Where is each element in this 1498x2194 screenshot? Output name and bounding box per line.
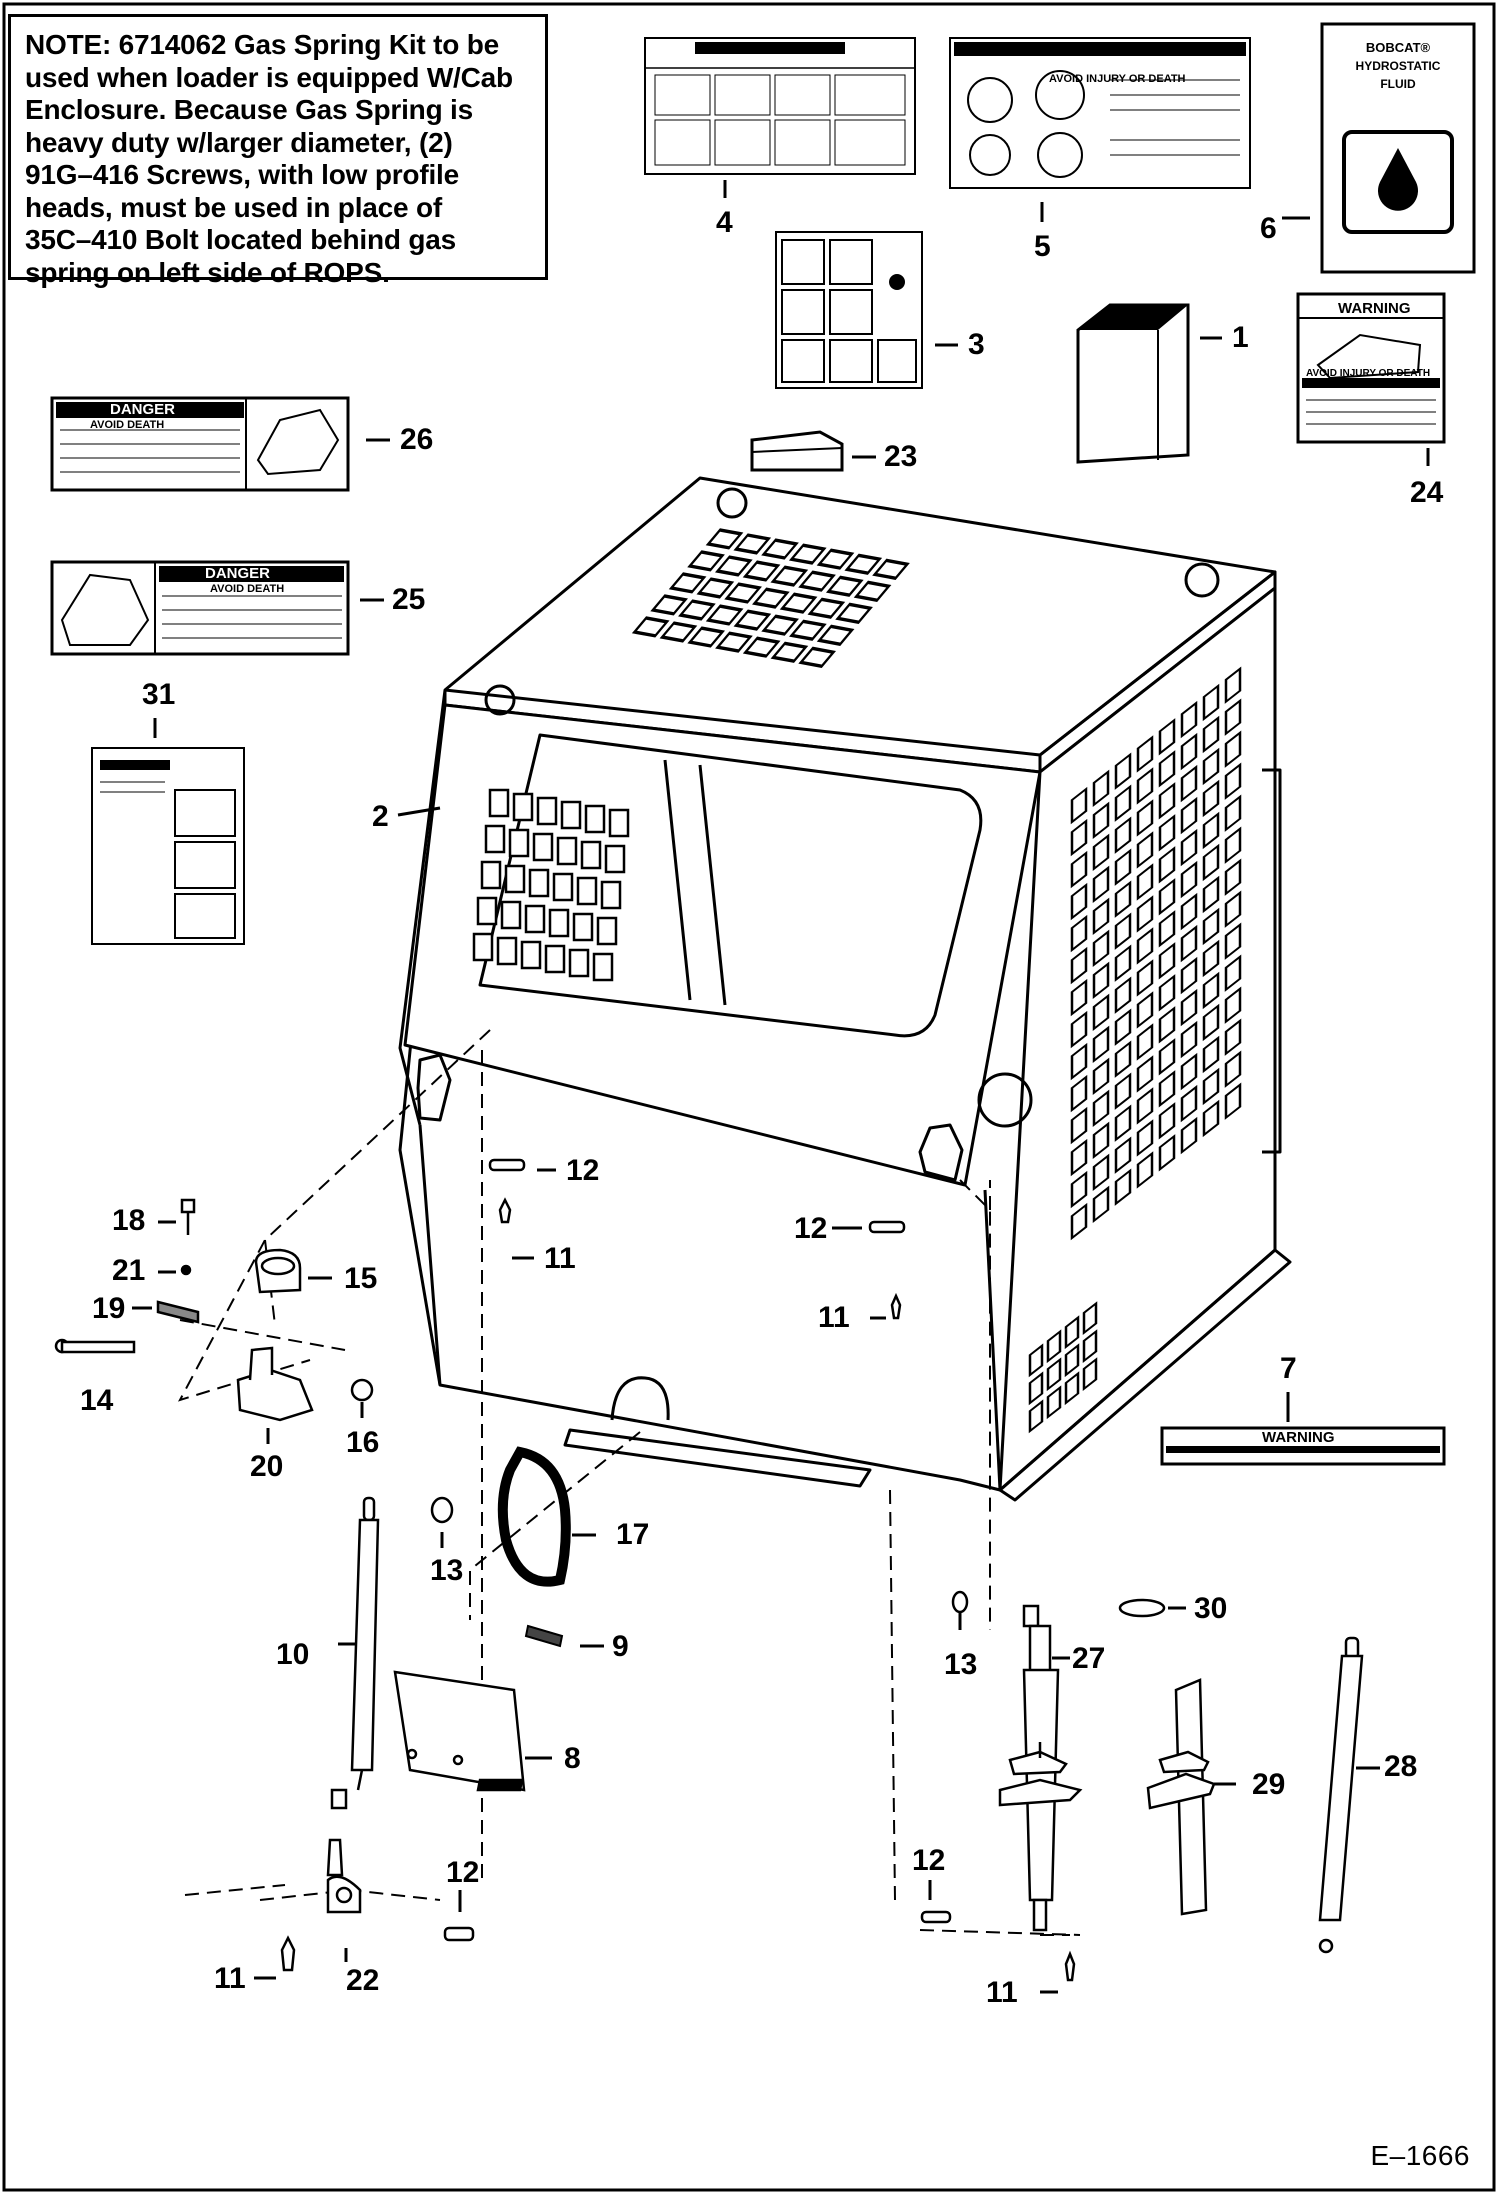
callout-28: 28 bbox=[1384, 1750, 1418, 1783]
washer-30 bbox=[1118, 1598, 1166, 1618]
callout-16: 16 bbox=[346, 1426, 380, 1459]
grommet-17 bbox=[497, 1446, 571, 1587]
cylinder-27 bbox=[998, 1604, 1083, 1932]
figure-id: E–1666 bbox=[1370, 2140, 1470, 2171]
callout-6: 6 bbox=[1260, 212, 1277, 245]
callout-23: 23 bbox=[884, 440, 918, 473]
part-23-pad bbox=[750, 430, 844, 472]
decal-4 bbox=[644, 37, 916, 175]
decal-25-avoid-text: AVOID DEATH bbox=[210, 583, 284, 595]
callout-27: 27 bbox=[1072, 1642, 1106, 1675]
callout-19: 19 bbox=[92, 1292, 126, 1325]
callout-3: 3 bbox=[968, 328, 985, 361]
nut-13b bbox=[951, 1590, 969, 1614]
callout-2: 2 bbox=[372, 800, 389, 833]
callout-17: 17 bbox=[616, 1518, 650, 1551]
decal-6-line3: FLUID bbox=[1380, 77, 1416, 91]
callout-13b: 13 bbox=[944, 1648, 978, 1681]
roof-vents bbox=[631, 528, 910, 668]
plate-8 bbox=[393, 1670, 526, 1792]
decal-3 bbox=[775, 231, 923, 389]
hinge-hardware bbox=[54, 1198, 374, 1422]
tube-29 bbox=[1146, 1678, 1216, 1916]
gas-spring-10 bbox=[326, 1496, 380, 1914]
callout-31: 31 bbox=[142, 678, 176, 711]
decal-26-avoid-text: AVOID DEATH bbox=[90, 419, 164, 431]
decal-6-title: BOBCAT® bbox=[1366, 40, 1431, 55]
callout-9: 9 bbox=[612, 1630, 629, 1663]
decal-31 bbox=[91, 747, 245, 945]
callout-26: 26 bbox=[400, 423, 434, 456]
note-line-7: 35C–410 Bolt located behind gas bbox=[25, 224, 457, 255]
callout-12b: 12 bbox=[794, 1212, 828, 1245]
callout-10: 10 bbox=[276, 1638, 310, 1671]
callout-18: 18 bbox=[112, 1204, 146, 1237]
callout-leaders bbox=[132, 806, 1380, 1994]
lower-bracket-hardware bbox=[280, 1926, 475, 1972]
callout-29: 29 bbox=[1252, 1768, 1286, 1801]
side-mesh bbox=[1070, 666, 1242, 1241]
nut-13a bbox=[430, 1496, 454, 1524]
decal-26 bbox=[50, 396, 350, 492]
callout-22: 22 bbox=[346, 1964, 380, 1997]
note-line-4: heavy duty w/larger diameter, (2) bbox=[25, 126, 453, 158]
decal-6 bbox=[1320, 22, 1476, 274]
note-box: NOTE: 6714062 Gas Spring Kit to be used … bbox=[8, 14, 548, 288]
decal-26-danger-text: DANGER bbox=[110, 401, 175, 418]
gas-spring-28 bbox=[1318, 1636, 1364, 1954]
note-line-1: NOTE: 6714062 Gas Spring Kit to be bbox=[25, 29, 499, 60]
decal-24-warning-text: WARNING bbox=[1338, 300, 1411, 317]
callout-13a: 13 bbox=[430, 1554, 464, 1587]
callout-11b: 11 bbox=[818, 1301, 850, 1334]
decal-7-warning-text: WARNING bbox=[1262, 1429, 1335, 1446]
decal-5-avoid-text: AVOID INJURY OR DEATH bbox=[1049, 73, 1186, 85]
fasteners-cab bbox=[488, 1158, 906, 1320]
note-line-6: heads, must be used in place of bbox=[25, 191, 443, 223]
callout-11d: 11 bbox=[986, 1976, 1018, 2009]
front-window-mesh bbox=[472, 759, 727, 1006]
part-1-box bbox=[1076, 303, 1190, 464]
callout-12d: 12 bbox=[912, 1844, 946, 1877]
callout-11a: 11 bbox=[544, 1242, 576, 1275]
callout-24: 24 bbox=[1410, 476, 1444, 509]
callout-30: 30 bbox=[1194, 1592, 1228, 1625]
callout-1: 1 bbox=[1232, 321, 1249, 354]
note-line-5: 91G–416 Screws, with low profile bbox=[25, 159, 459, 190]
callout-14: 14 bbox=[80, 1384, 114, 1417]
note-line-3: Enclosure. Because Gas Spring is bbox=[25, 94, 473, 125]
decal-24-avoid-text: AVOID INJURY OR DEATH bbox=[1306, 368, 1430, 379]
decal-5 bbox=[949, 37, 1251, 189]
lower-right-hardware bbox=[920, 1910, 1076, 1982]
note-line-8: spring on left side of ROPS. bbox=[25, 256, 390, 288]
note-line-2: used when loader is equipped W/Cab bbox=[25, 61, 513, 93]
callout-12a: 12 bbox=[566, 1154, 600, 1187]
callout-11c: 11 bbox=[214, 1962, 246, 1995]
spring-9 bbox=[524, 1624, 564, 1648]
callout-20: 20 bbox=[250, 1450, 284, 1483]
callout-25: 25 bbox=[392, 583, 426, 616]
decal-25-danger-text: DANGER bbox=[205, 565, 270, 582]
callout-12c: 12 bbox=[446, 1856, 480, 1889]
decal-25 bbox=[50, 560, 350, 656]
callout-15: 15 bbox=[344, 1262, 378, 1295]
callout-7: 7 bbox=[1280, 1352, 1297, 1385]
callout-4: 4 bbox=[716, 206, 733, 239]
callout-5: 5 bbox=[1034, 230, 1051, 263]
lower-side-grille bbox=[1028, 1301, 1098, 1434]
decal-6-line2: HYDROSTATIC bbox=[1356, 59, 1441, 73]
decal-7 bbox=[1160, 1426, 1446, 1466]
decal-24 bbox=[1296, 292, 1446, 444]
callout-21: 21 bbox=[112, 1254, 146, 1287]
callout-8: 8 bbox=[564, 1742, 581, 1775]
